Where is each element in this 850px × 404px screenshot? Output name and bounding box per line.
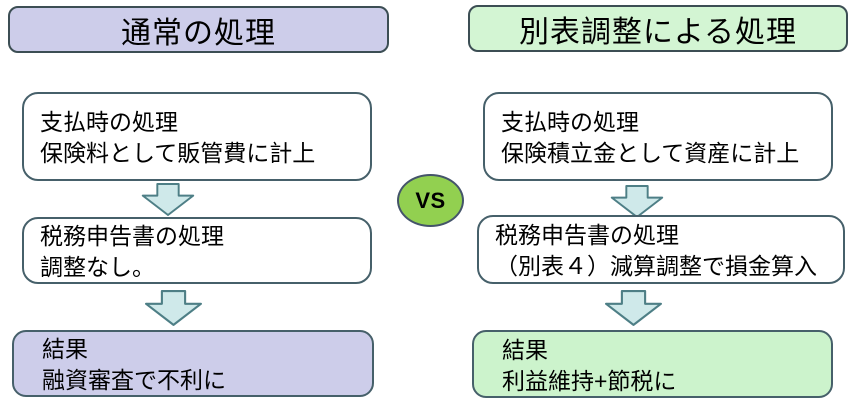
- left-step-taxreturn-box: 税務申告書の処理 調整なし。: [22, 217, 372, 284]
- left-step-payment-box: 支払時の処理 保険料として販管費に計上: [22, 92, 372, 181]
- step-line: 税務申告書の処理: [40, 223, 224, 249]
- down-arrow-icon: [145, 288, 202, 328]
- result-line: 結果: [42, 336, 88, 362]
- down-arrow-icon: [610, 185, 664, 218]
- result-line: 結果: [502, 337, 548, 363]
- right-header-label: 別表調整による処理: [518, 15, 798, 49]
- down-arrow-icon: [141, 183, 195, 216]
- left-column-header: 通常の処理: [8, 6, 389, 53]
- vs-badge: VS: [397, 174, 464, 227]
- right-step-taxreturn-box: 税務申告書の処理 （別表４）減算調整で損金算入: [477, 215, 845, 284]
- right-step-payment-box: 支払時の処理 保険積立金として資産に計上: [483, 92, 833, 181]
- step-line: 保険積立金として資産に計上: [501, 140, 800, 166]
- step-line: 調整なし。: [40, 254, 155, 280]
- result-line: 利益維持+節税に: [502, 368, 677, 394]
- right-column-header: 別表調整による処理: [468, 5, 848, 52]
- step-line: （別表４）減算調整で損金算入: [495, 253, 817, 279]
- left-result-box: 結果 融資審査で不利に: [12, 330, 374, 397]
- step-line: 保険料として販管費に計上: [40, 140, 316, 166]
- step-line: 税務申告書の処理: [495, 222, 679, 248]
- left-header-label: 通常の処理: [121, 16, 276, 50]
- step-line: 支払時の処理: [501, 109, 639, 135]
- result-line: 融資審査で不利に: [42, 367, 226, 393]
- down-arrow-icon: [605, 288, 662, 328]
- vs-label: VS: [415, 187, 446, 213]
- step-line: 支払時の処理: [40, 109, 178, 135]
- right-result-box: 結果 利益維持+節税に: [472, 330, 833, 398]
